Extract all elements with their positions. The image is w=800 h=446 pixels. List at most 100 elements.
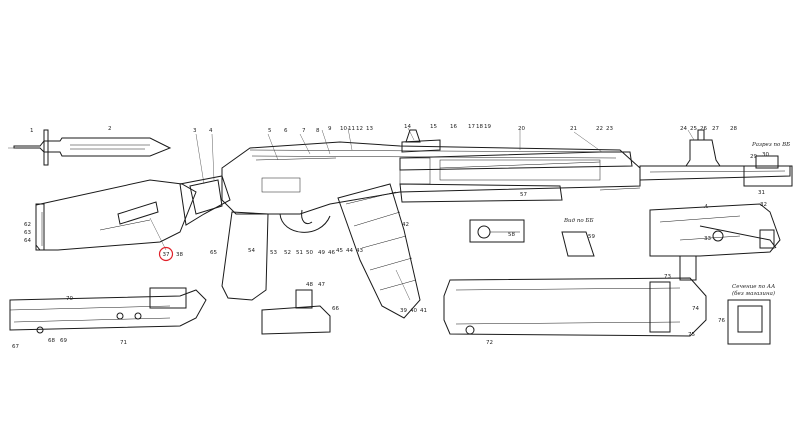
callout-3: 3: [193, 128, 197, 134]
callout-42: 42: [402, 222, 409, 228]
callout-70: 70: [66, 296, 73, 302]
barrel: [639, 165, 791, 181]
callout-71: 71: [120, 340, 127, 346]
section-aa-detail: Сечение по АА (без магазина): [727, 284, 775, 345]
callout-6: 6: [284, 128, 288, 134]
callout-44: 44: [346, 248, 353, 254]
trigger-mechanism-detail: А: [649, 203, 781, 281]
callout-20: 20: [518, 126, 525, 132]
rear-sight: [401, 139, 441, 153]
callout-21: 21: [570, 126, 577, 132]
callout-72: 72: [486, 340, 493, 346]
callout-73: 73: [664, 274, 671, 280]
callout-18: 18: [476, 124, 483, 130]
callout-11: 11: [348, 126, 355, 132]
gas-block-detail: [261, 289, 331, 335]
caption-section-bb: Разрез по ВБ: [751, 142, 790, 148]
trigger: [301, 209, 313, 224]
callout-62: 62: [24, 222, 31, 228]
receiver-cover-detail: [443, 277, 707, 337]
callout-38: 38: [176, 252, 183, 258]
callout-9: 9: [328, 126, 332, 132]
callout-53: 53: [270, 250, 277, 256]
callout-59: 59: [588, 234, 595, 240]
trigger-guard: [279, 213, 331, 233]
callout-31: 31: [758, 190, 765, 196]
callout-25: 25: [690, 126, 697, 132]
callout-43: 43: [356, 248, 363, 254]
lower-handguard: [399, 183, 563, 203]
callout-41: 41: [420, 308, 427, 314]
butt-spring-coil: [117, 201, 159, 225]
callout-67: 67: [12, 344, 19, 350]
callout-58: 58: [508, 232, 515, 238]
callout-24: 24: [680, 126, 687, 132]
butt-stock: [35, 179, 197, 251]
callout-57: 57: [520, 192, 527, 198]
callout-labels: 1 2 3 4 5 6 7 8 9 10 11 12 13 14 15 16 1…: [12, 124, 769, 350]
callout-54: 54: [248, 248, 255, 254]
caption-no-magazine: (без магазина): [732, 290, 775, 297]
callout-74: 74: [692, 306, 699, 312]
callout-17: 17: [468, 124, 475, 130]
callout-28: 28: [730, 126, 737, 132]
callout-46: 46: [328, 250, 335, 256]
callout-19: 19: [484, 124, 491, 130]
callout-13: 13: [366, 126, 373, 132]
callout-40: 40: [410, 308, 417, 314]
callout-27: 27: [712, 126, 719, 132]
callout-22: 22: [596, 126, 603, 132]
callout-10: 10: [340, 126, 347, 132]
callout-23: 23: [606, 126, 613, 132]
callout-69: 69: [60, 338, 67, 344]
caption-section-aa: Сечение по АА: [732, 284, 775, 290]
callout-12: 12: [356, 126, 363, 132]
butt-plate: [35, 203, 45, 251]
callout-14: 14: [404, 124, 411, 130]
callout-52: 52: [284, 250, 291, 256]
callout-37: 37: [163, 252, 170, 258]
callout-76: 76: [718, 318, 725, 324]
callout-15: 15: [430, 124, 437, 130]
callout-4: 4: [209, 128, 213, 134]
callout-26: 26: [700, 126, 707, 132]
view-bb-detail: Вид по ББ: [561, 218, 595, 257]
callout-29: 29: [750, 154, 757, 160]
callout-5: 5: [268, 128, 272, 134]
hinge-detail: [469, 219, 525, 243]
callout-50: 50: [306, 250, 313, 256]
bayonet-detail: [8, 129, 172, 166]
highlight-circle: [158, 246, 174, 262]
callout-39: 39: [400, 308, 407, 314]
caption-arrow-a: А: [703, 204, 708, 210]
callout-63: 63: [24, 230, 31, 236]
callout-51: 51: [296, 250, 303, 256]
callout-47: 47: [318, 282, 325, 288]
callout-32: 32: [760, 202, 767, 208]
callout-75: 75: [688, 332, 695, 338]
gas-tube: [399, 151, 633, 171]
callout-68: 68: [48, 338, 55, 344]
magazine: [337, 183, 421, 319]
callout-66: 66: [332, 306, 339, 312]
callout-49: 49: [318, 250, 325, 256]
callout-8: 8: [316, 128, 320, 134]
callout-16: 16: [450, 124, 457, 130]
callout-30: 30: [762, 152, 769, 158]
receiver-bottom-section: [9, 287, 207, 334]
callout-33: 33: [704, 236, 711, 242]
callout-2: 2: [108, 126, 112, 132]
section-bb-detail: Разрез по ВБ: [743, 142, 793, 187]
leader-lines: [149, 127, 695, 301]
callout-64: 64: [24, 238, 31, 244]
pistol-grip: [221, 211, 269, 301]
callout-65: 65: [210, 250, 217, 256]
callout-1: 1: [30, 128, 34, 134]
callout-45: 45: [336, 248, 343, 254]
receiver: [221, 141, 641, 215]
rifle-main-view: [35, 129, 791, 319]
front-sight: [685, 139, 721, 167]
callout-48: 48: [306, 282, 313, 288]
caption-view-bb: Вид по ББ: [563, 218, 594, 224]
